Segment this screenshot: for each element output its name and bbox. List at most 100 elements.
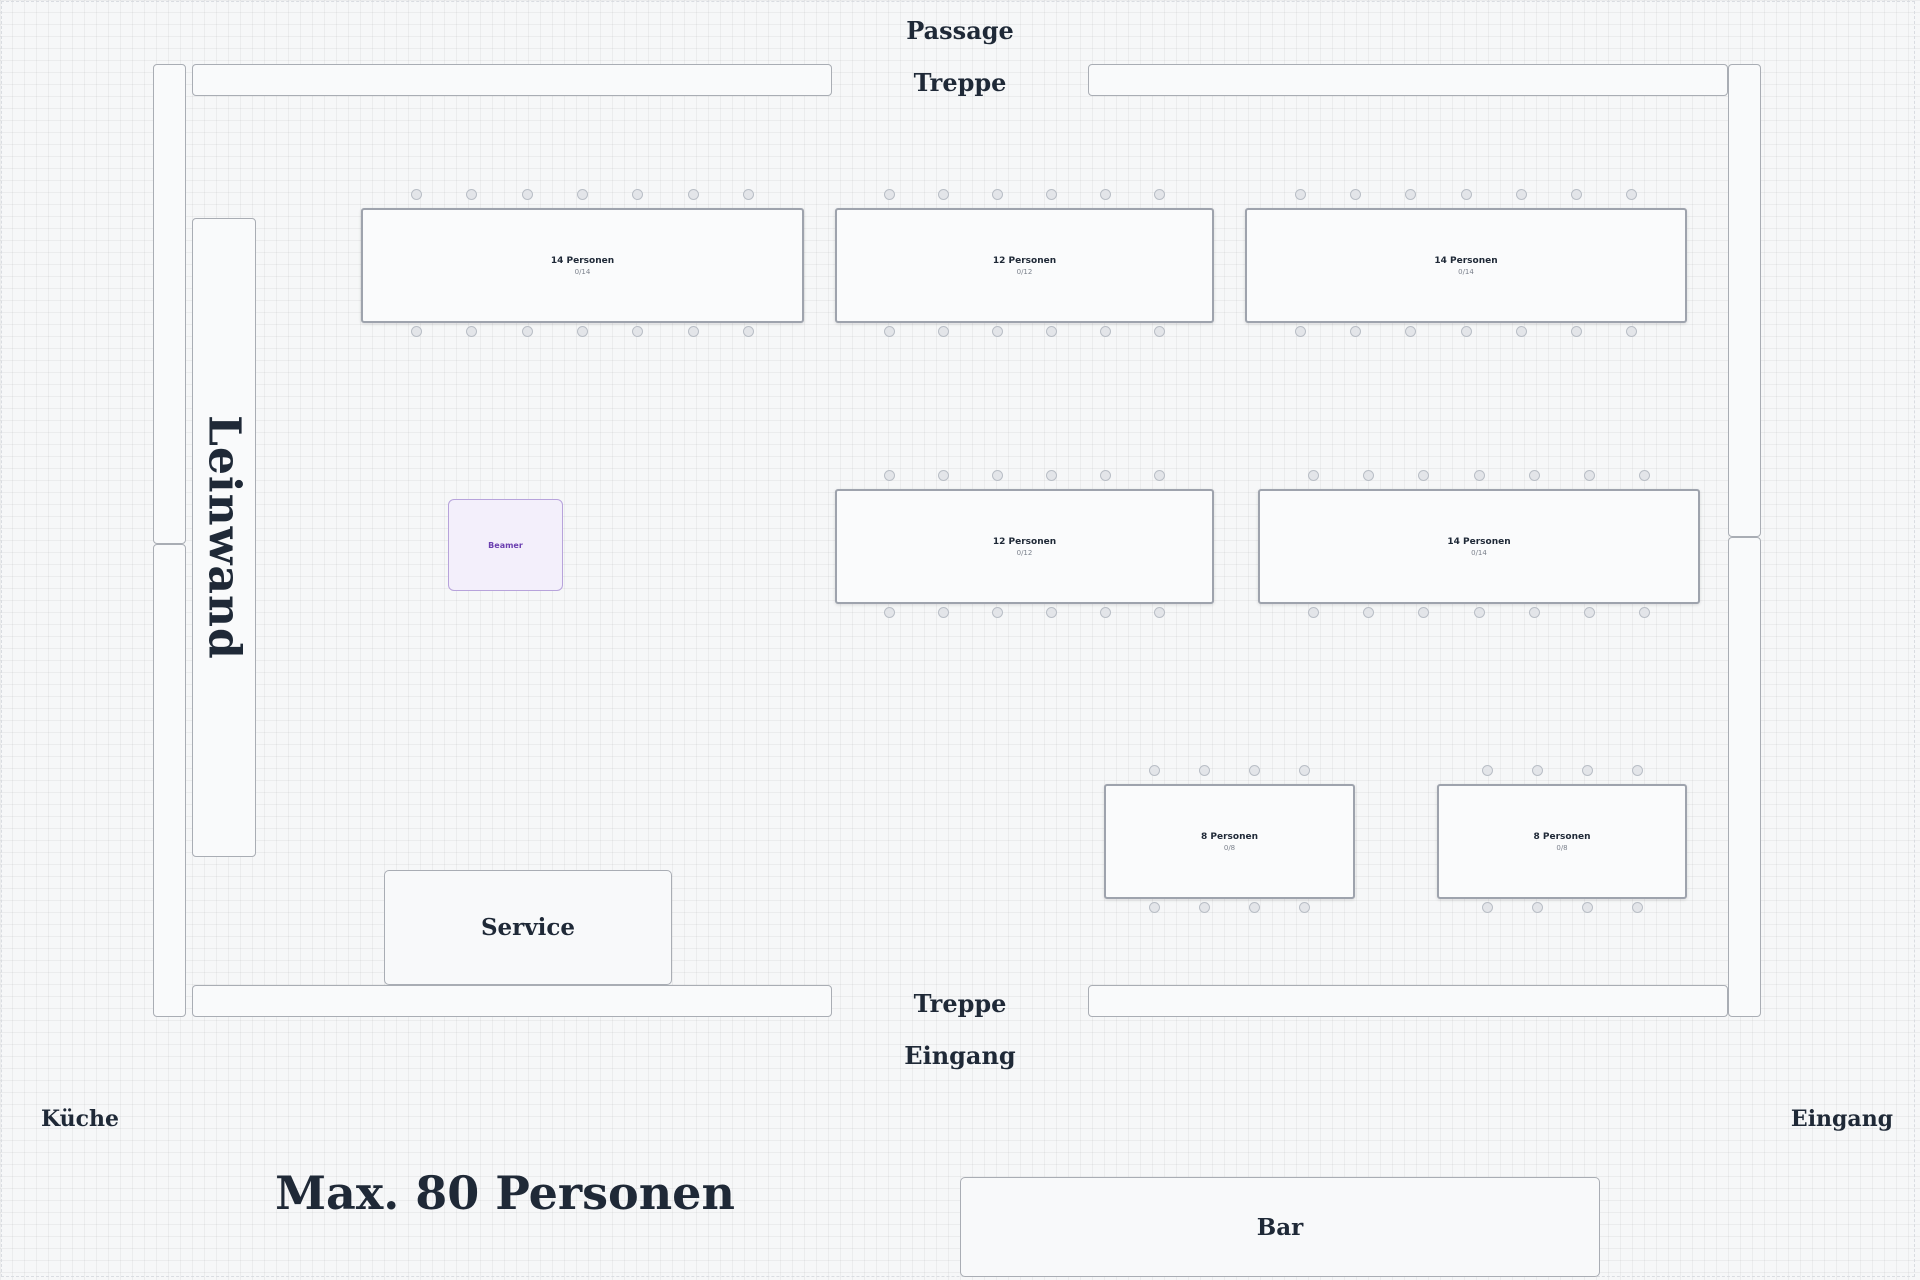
capacity-label: Max. 80 Personen [275,1166,735,1220]
chair-seat[interactable] [1046,607,1057,618]
chair-seat[interactable] [884,607,895,618]
chair-seat[interactable] [1481,902,1493,913]
chair-seat[interactable] [1100,470,1111,481]
chair-seat[interactable] [1631,765,1643,776]
chair-seat[interactable] [632,326,644,337]
chair-seat[interactable] [1299,765,1310,776]
table-name: 8 Personen [1201,831,1258,842]
chair-seat[interactable] [742,189,754,200]
chair-seat[interactable] [1418,607,1430,618]
chair-seat[interactable] [884,189,895,200]
chair-seat[interactable] [687,326,699,337]
chair-seat[interactable] [687,189,699,200]
chair-seat[interactable] [1639,607,1651,618]
chair-seat[interactable] [1531,765,1543,776]
chair-seat[interactable] [742,326,754,337]
chair-seat[interactable] [1307,470,1319,481]
chair-seat[interactable] [992,326,1003,337]
table-4[interactable]: 12 Personen 0/12 [835,489,1214,604]
chair-seat[interactable] [1528,607,1540,618]
chair-seat[interactable] [1581,765,1593,776]
chair-seat[interactable] [1473,607,1485,618]
table-name: 12 Personen [992,536,1057,547]
chair-seat[interactable] [1405,326,1417,337]
chair-seat[interactable] [884,326,895,337]
chair-seat[interactable] [938,607,949,618]
chair-seat[interactable] [1154,607,1165,618]
eingang-right-label: Eingang [1790,1106,1894,1132]
chair-seat[interactable] [1299,902,1310,913]
table-occupancy: 0/14 [574,267,591,276]
chair-seat[interactable] [1528,470,1540,481]
chair-seat[interactable] [1307,607,1319,618]
chair-seat[interactable] [1515,326,1527,337]
chair-seat[interactable] [1531,902,1543,913]
chair-seat[interactable] [1460,189,1472,200]
chair-seat[interactable] [1626,326,1638,337]
chair-seat[interactable] [466,326,478,337]
chair-seat[interactable] [1100,607,1111,618]
chair-seat[interactable] [938,326,949,337]
chair-seat[interactable] [1460,326,1472,337]
wall-bottom-right [1088,985,1728,1017]
chair-seat[interactable] [884,470,895,481]
chair-seat[interactable] [521,326,533,337]
chair-seat[interactable] [1046,470,1057,481]
chair-seat[interactable] [632,189,644,200]
chair-seat[interactable] [1046,189,1057,200]
chair-seat[interactable] [411,189,423,200]
chair-seat[interactable] [1199,902,1210,913]
leinwand-label: Leinwand [198,415,250,660]
beamer-item[interactable]: Beamer [448,499,563,591]
chair-seat[interactable] [1294,189,1306,200]
chair-seat[interactable] [411,326,423,337]
chair-seat[interactable] [1362,470,1374,481]
chair-seat[interactable] [1473,470,1485,481]
chair-seat[interactable] [1571,189,1583,200]
chair-seat[interactable] [1199,765,1210,776]
chair-seat[interactable] [1362,607,1374,618]
chair-seat[interactable] [1631,902,1643,913]
chair-seat[interactable] [1418,470,1430,481]
chair-seat[interactable] [577,326,588,337]
bar-label: Bar [1256,1213,1304,1241]
table-7[interactable]: 8 Personen 0/8 [1437,784,1687,899]
chair-seat[interactable] [938,470,949,481]
chair-seat[interactable] [1515,189,1527,200]
chair-seat[interactable] [577,189,588,200]
chair-seat[interactable] [1154,189,1165,200]
chair-seat[interactable] [1294,326,1306,337]
chair-seat[interactable] [1639,470,1651,481]
chair-seat[interactable] [992,189,1003,200]
chair-seat[interactable] [1584,470,1596,481]
chair-seat[interactable] [1249,902,1260,913]
chair-seat[interactable] [1249,765,1260,776]
chair-seat[interactable] [1405,189,1417,200]
chair-seat[interactable] [1581,902,1593,913]
chair-seat[interactable] [466,189,478,200]
table-occupancy: 0/8 [1223,843,1236,852]
table-2[interactable]: 12 Personen 0/12 [835,208,1214,323]
chair-seat[interactable] [1349,326,1361,337]
chair-seat[interactable] [1154,326,1165,337]
chair-seat[interactable] [1100,326,1111,337]
table-6[interactable]: 8 Personen 0/8 [1104,784,1355,899]
chair-seat[interactable] [1584,607,1596,618]
table-5[interactable]: 14 Personen 0/14 [1258,489,1700,604]
table-1[interactable]: 14 Personen 0/14 [361,208,804,323]
chair-seat[interactable] [938,189,949,200]
table-name: 14 Personen [1434,255,1498,266]
chair-seat[interactable] [521,189,533,200]
chair-seat[interactable] [1626,189,1638,200]
chair-seat[interactable] [1149,902,1160,913]
chair-seat[interactable] [992,607,1003,618]
table-3[interactable]: 14 Personen 0/14 [1245,208,1687,323]
chair-seat[interactable] [1149,765,1160,776]
chair-seat[interactable] [1100,189,1111,200]
chair-seat[interactable] [1046,326,1057,337]
chair-seat[interactable] [1481,765,1493,776]
chair-seat[interactable] [1154,470,1165,481]
chair-seat[interactable] [1571,326,1583,337]
chair-seat[interactable] [992,470,1003,481]
chair-seat[interactable] [1349,189,1361,200]
